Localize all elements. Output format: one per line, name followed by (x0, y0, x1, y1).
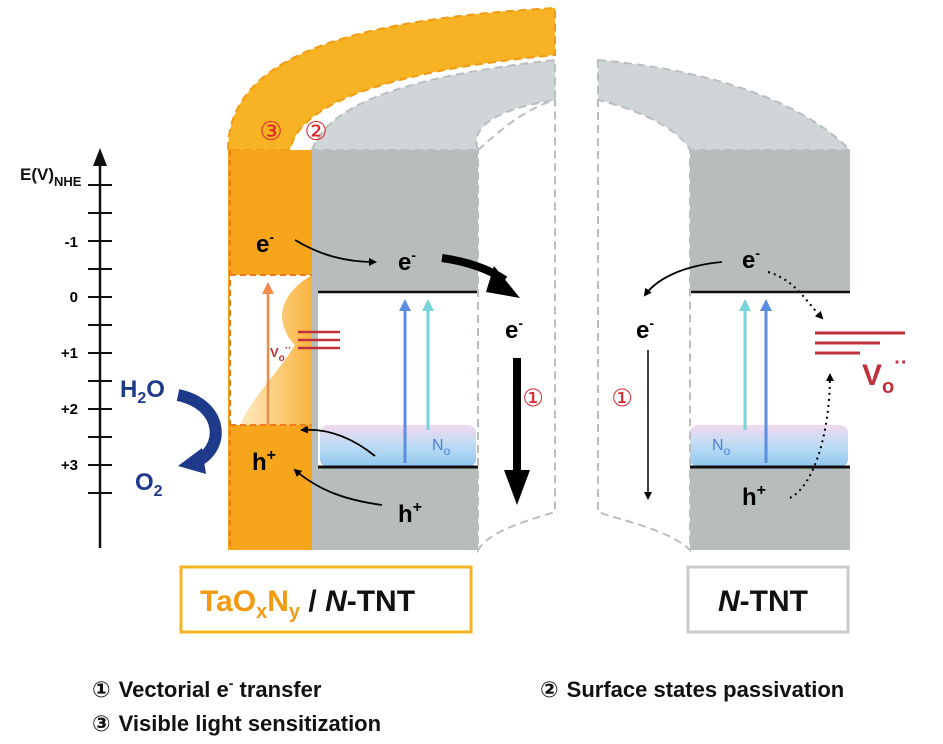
axis-tick-neg1: -1 (65, 234, 78, 251)
axis-tick-pos2: +2 (61, 401, 78, 418)
vo-label-large: Vo·· (862, 352, 908, 398)
marker-one-left: ① (522, 385, 544, 412)
hole-taoxny: h+ (252, 447, 276, 476)
water-oxidation-arrow (176, 389, 222, 468)
label-right-text: N-TNT (718, 585, 808, 618)
marker-two: ② (304, 116, 327, 146)
marker-three: ③ (259, 116, 282, 146)
water-oxidation-arrowhead (178, 448, 206, 474)
label-left-text: TaOxNy / N-TNT (200, 585, 415, 623)
marker-one-right: ① (611, 385, 633, 412)
no-label-right: No (712, 437, 731, 458)
vo-label-small: Vo·· (270, 343, 291, 364)
orange-shell-arc (226, 6, 556, 151)
tube-inner-wall-right (597, 60, 691, 553)
vo-levels-right (815, 331, 905, 355)
electron-ntnt-right: e- (742, 245, 760, 274)
hole-transfer-arrow-upper (300, 425, 376, 457)
electron-ntnt-left: e- (398, 247, 416, 276)
h2o-label: H2O (120, 376, 165, 407)
taoxny-gap-gradient (240, 275, 312, 425)
hole-ntnt-right: h+ (742, 482, 766, 511)
hole-transfer-arrow-lower (293, 468, 383, 506)
electron-taoxny: e- (256, 229, 274, 258)
vo-levels-taoxny (298, 330, 340, 350)
hole-ntnt-left: h+ (398, 499, 422, 528)
axis-label: E(V)NHE (20, 165, 82, 189)
electron-back-arrow-right (643, 261, 723, 297)
axis-minor-ticks (88, 184, 112, 494)
o2-label: O2 (135, 469, 163, 500)
gray-shell-arc-left (310, 58, 556, 151)
ntnt-nstate-band-left (320, 425, 476, 467)
energy-axis-arrowhead (93, 148, 107, 166)
no-label-left: No (432, 437, 451, 458)
tube-inner-wall-left (477, 98, 556, 554)
vectorial-curved-arrowhead (486, 266, 520, 298)
label-box-right (686, 565, 850, 634)
ntnt-nstate-band-right (690, 425, 848, 467)
electron-trap-dotted-arrow (767, 271, 824, 320)
axis-tick-pos1: +1 (61, 345, 78, 362)
electron-tube-left: e- (505, 315, 523, 344)
electron-transfer-arrow (294, 239, 377, 266)
hole-trap-dotted-arrow (789, 373, 834, 499)
vectorial-down-arrowhead (504, 470, 530, 505)
axis-tick-pos3: +3 (61, 457, 78, 474)
axis-tick-0: 0 (70, 289, 78, 306)
label-box-left (179, 565, 473, 634)
electron-tube-right: e- (636, 315, 654, 344)
